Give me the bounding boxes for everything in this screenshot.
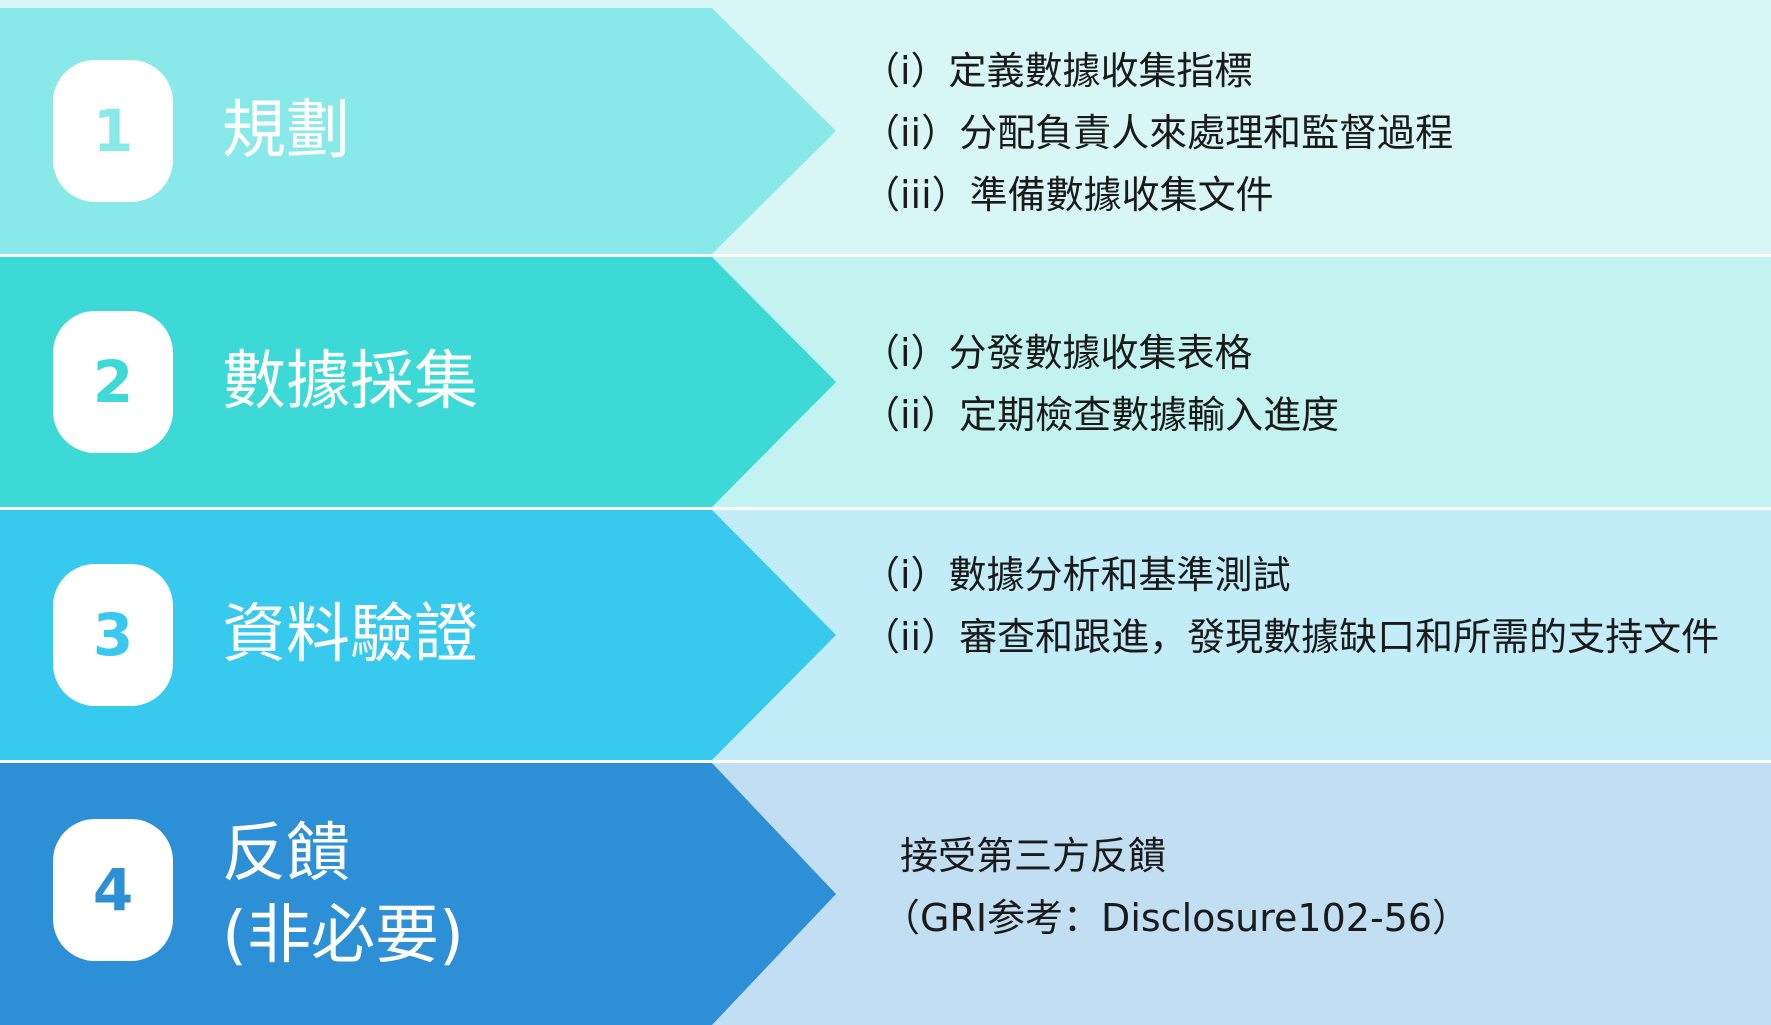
step-3-title: 資料驗證 — [222, 594, 478, 676]
step-3-arrow — [0, 510, 840, 760]
step-3-number: 3 — [92, 601, 134, 669]
step-1-item: （iii）準備數據收集文件 — [862, 173, 1274, 217]
step-2-title-text: 數據採集 — [222, 345, 478, 419]
step-4-number-badge: 4 — [53, 819, 173, 961]
step-1: 1 規劃 （i）定義數據收集指標 （ii）分配負責人來處理和監督過程 （iii）… — [0, 8, 1771, 254]
step-4-title-text: 反饋 — [222, 817, 350, 891]
step-2-number: 2 — [92, 348, 134, 416]
step-4-item: （GRI参考：Disclosure102-56） — [882, 896, 1471, 940]
step-3-number-badge: 3 — [53, 564, 173, 706]
step-1-number: 1 — [92, 97, 134, 165]
step-3-title-text: 資料驗證 — [222, 598, 478, 672]
step-4-subtitle: (非必要) — [222, 899, 464, 973]
step-1-arrow — [0, 8, 840, 254]
step-1-title-text: 規劃 — [222, 94, 350, 168]
step-3-details: （i）數據分析和基準測試 （ii）審查和跟進，發現數據缺口和所需的支持文件 — [862, 544, 1741, 668]
step-3: 3 資料驗證 （i）數據分析和基準測試 （ii）審查和跟進，發現數據缺口和所需的… — [0, 510, 1771, 760]
step-2-number-badge: 2 — [53, 311, 173, 453]
step-1-number-badge: 1 — [53, 60, 173, 202]
top-strip — [0, 0, 1771, 8]
step-4: 4 反饋 (非必要) 接受第三方反饋 （GRI参考：Disclosure102-… — [0, 763, 1771, 1025]
step-1-item: （ii）分配負責人來處理和監督過程 — [862, 111, 1454, 155]
step-2-arrow — [0, 257, 840, 507]
step-2-details: （i）分發數據收集表格 （ii）定期檢查數據輸入進度 — [862, 322, 1741, 446]
step-4-number: 4 — [92, 856, 134, 924]
step-4-details: 接受第三方反饋 （GRI参考：Disclosure102-56） — [882, 825, 1741, 949]
step-2-item: （i）分發數據收集表格 — [862, 331, 1253, 375]
step-3-item: （i）數據分析和基準測試 — [862, 553, 1291, 597]
step-2-item: （ii）定期檢查數據輸入進度 — [862, 393, 1340, 437]
step-3-item: （ii）審查和跟進，發現數據缺口和所需的支持文件 — [862, 615, 1720, 659]
step-1-item: （i）定義數據收集指標 — [862, 49, 1253, 93]
step-1-details: （i）定義數據收集指標 （ii）分配負責人來處理和監督過程 （iii）準備數據收… — [862, 40, 1741, 226]
step-4-arrow — [0, 763, 840, 1025]
step-4-title: 反饋 (非必要) — [222, 813, 464, 977]
step-2-title: 數據採集 — [222, 341, 478, 423]
step-4-item: 接受第三方反饋 — [900, 834, 1167, 878]
step-1-title: 規劃 — [222, 90, 350, 172]
step-2: 2 數據採集 （i）分發數據收集表格 （ii）定期檢查數據輸入進度 — [0, 257, 1771, 507]
